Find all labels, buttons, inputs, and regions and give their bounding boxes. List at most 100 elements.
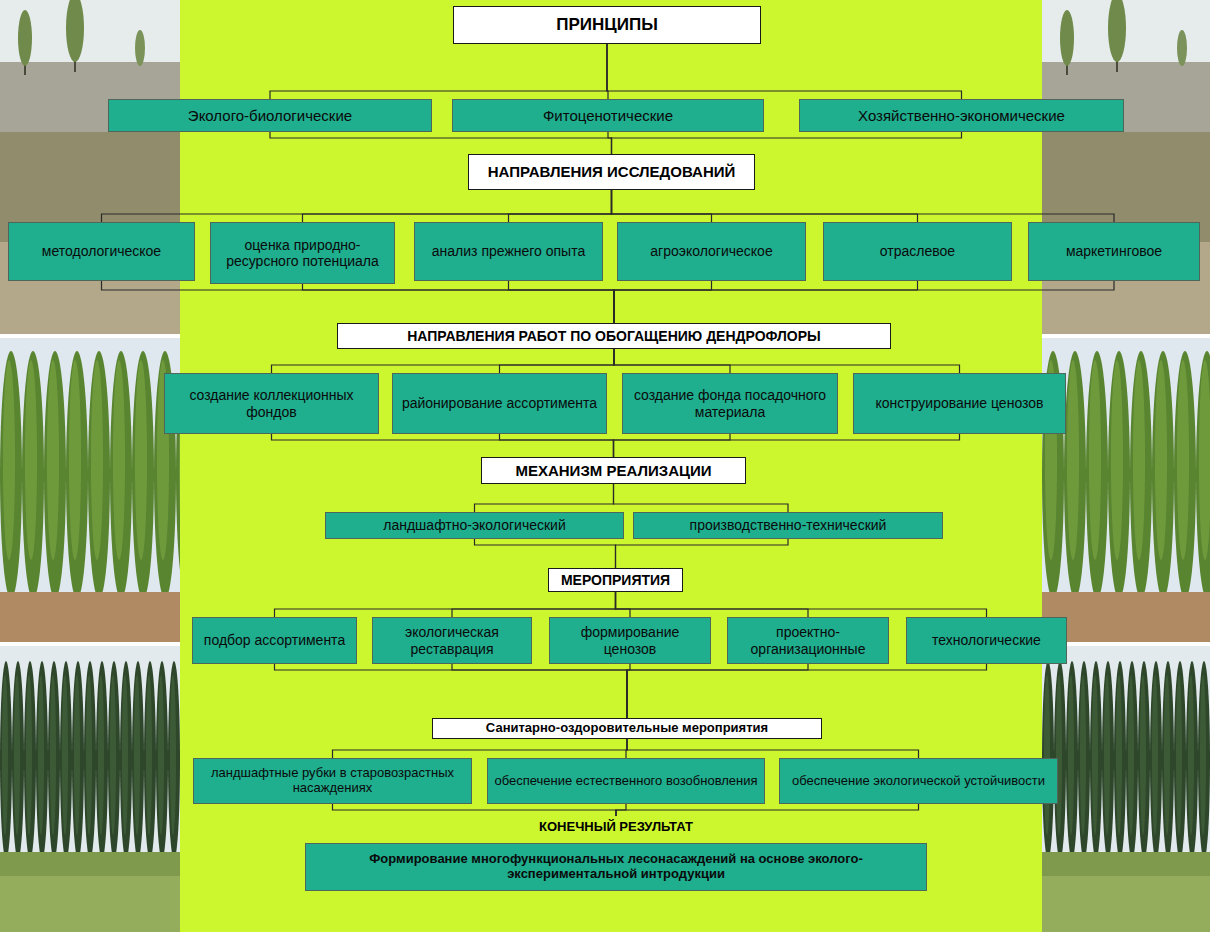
result-heading: КОНЕЧНЫЙ РЕЗУЛЬТАТ: [305, 816, 927, 843]
process-box: районирование ассортимента: [392, 373, 607, 434]
process-box: обеспечение экологической устойчивости: [779, 758, 1058, 804]
box-label: методологическое: [15, 243, 188, 259]
process-box: создание коллекционных фондов: [164, 373, 379, 434]
connector: [614, 281, 712, 323]
connector: [500, 434, 614, 457]
connector: [275, 664, 628, 718]
box-label: ландшафтно-экологический: [332, 517, 617, 533]
connector: [627, 739, 919, 758]
heading-box: НАПРАВЛЕНИЯ РАБОТ ПО ОБОГАЩЕНИЮ ДЕНДРОФЛ…: [337, 323, 891, 349]
process-box: ландшафтно-экологический: [325, 512, 624, 539]
connector: [102, 190, 612, 222]
connector: [500, 349, 615, 373]
box-label: МЕХАНИЗМ РЕАЛИЗАЦИИ: [490, 462, 737, 479]
connector: [102, 281, 615, 323]
process-box: анализ прежнего опыта: [414, 222, 603, 281]
process-box: проектно-организационные: [727, 617, 889, 664]
process-box: Хозяйственно-экономические: [799, 99, 1124, 132]
connector: [275, 592, 616, 617]
connector: [614, 349, 730, 373]
connector: [627, 664, 808, 718]
box-label: ПРИНЦИПЫ: [462, 15, 752, 35]
box-label: экологическая реставрация: [379, 624, 525, 656]
process-box: подбор ассортимента: [192, 617, 357, 664]
box-label: МЕРОПРИЯТИЯ: [557, 572, 674, 588]
box-label: проектно-организационные: [734, 624, 882, 656]
box-label: НАПРАВЛЕНИЯ РАБОТ ПО ОБОГАЩЕНИЮ ДЕНДРОФЛ…: [346, 328, 882, 344]
box-label: маркетинговое: [1035, 243, 1193, 259]
box-label: отраслевое: [830, 243, 1005, 259]
process-box: экологическая реставрация: [372, 617, 532, 664]
left-photos: [0, 0, 180, 932]
heading-box: МЕРОПРИЯТИЯ: [548, 568, 683, 592]
connector: [627, 664, 987, 718]
box-label: конструирование ценозов: [860, 395, 1059, 411]
connector: [272, 434, 614, 457]
connector: [614, 484, 789, 512]
box-label: оценка природно-ресурсного потенциала: [217, 237, 388, 269]
connector: [333, 739, 628, 758]
box-label: производственно-технический: [640, 517, 936, 533]
box-label: подбор ассортимента: [199, 632, 350, 648]
box-label: создание фонда посадочного материала: [629, 387, 831, 419]
box-label: обеспечение экологической устойчивости: [786, 774, 1051, 789]
connector: [616, 592, 987, 617]
connector: [612, 132, 962, 154]
box-label: агроэкологическое: [624, 243, 799, 259]
box-label: ландшафтные рубки в старовозрастных наса…: [200, 766, 465, 796]
connector: [616, 592, 631, 617]
connector: [270, 132, 612, 154]
box-label: Санитарно-оздоровительные мероприятия: [441, 721, 813, 736]
process-box: формирование ценозов: [549, 617, 711, 664]
process-box: конструирование ценозов: [853, 373, 1066, 434]
heading-box: ПРИНЦИПЫ: [453, 6, 761, 44]
connector: [333, 804, 617, 816]
connector: [452, 592, 616, 617]
connector: [612, 190, 1115, 222]
box-label: НАПРАВЛЕНИЯ ИССЛЕДОВАНИЙ: [477, 163, 746, 180]
connector: [616, 804, 919, 816]
connector: [509, 281, 615, 323]
process-box: производственно-технический: [633, 512, 943, 539]
connector: [616, 592, 809, 617]
process-box: Фитоценотические: [452, 99, 764, 132]
process-box: агроэкологическое: [617, 222, 806, 281]
connector: [509, 190, 612, 222]
heading-box: Санитарно-оздоровительные мероприятия: [432, 718, 822, 739]
box-label: Фитоценотические: [459, 107, 757, 124]
connector: [614, 281, 1114, 323]
connector: [303, 190, 612, 222]
heading-box: НАПРАВЛЕНИЯ ИССЛЕДОВАНИЙ: [468, 154, 755, 190]
box-label: формирование ценозов: [556, 624, 704, 656]
connector: [614, 281, 918, 323]
connector: [475, 539, 616, 568]
process-box: маркетинговое: [1028, 222, 1200, 281]
connector: [612, 190, 918, 222]
connector: [272, 349, 615, 373]
process-box: технологические: [906, 617, 1067, 664]
process-box: отраслевое: [823, 222, 1012, 281]
process-box: обеспечение естественного возобновления: [487, 758, 765, 804]
process-box: создание фонда посадочного материала: [622, 373, 838, 434]
connector: [270, 44, 607, 99]
box-label: Хозяйственно-экономические: [806, 107, 1117, 124]
process-box: методологическое: [8, 222, 195, 281]
box-label: Эколого-биологические: [115, 107, 425, 124]
result-box: КОНЕЧНЫЙ РЕЗУЛЬТАТФормирование многофунк…: [305, 816, 927, 894]
connector: [452, 664, 627, 718]
connector: [616, 539, 789, 568]
connector: [612, 190, 712, 222]
box-label: технологические: [913, 632, 1060, 648]
box-label: анализ прежнего опыта: [421, 243, 596, 259]
box-label: районирование ассортимента: [399, 395, 600, 411]
process-box: ландшафтные рубки в старовозрастных наса…: [193, 758, 472, 804]
connector: [607, 44, 962, 99]
box-label: обеспечение естественного возобновления: [494, 774, 758, 789]
process-box: оценка природно-ресурсного потенциала: [210, 222, 395, 284]
connector: [475, 484, 614, 512]
connector: [614, 349, 960, 373]
box-label: создание коллекционных фондов: [171, 387, 372, 419]
connector: [614, 434, 731, 457]
box-label: Формирование многофункциональных лесонас…: [305, 843, 927, 891]
